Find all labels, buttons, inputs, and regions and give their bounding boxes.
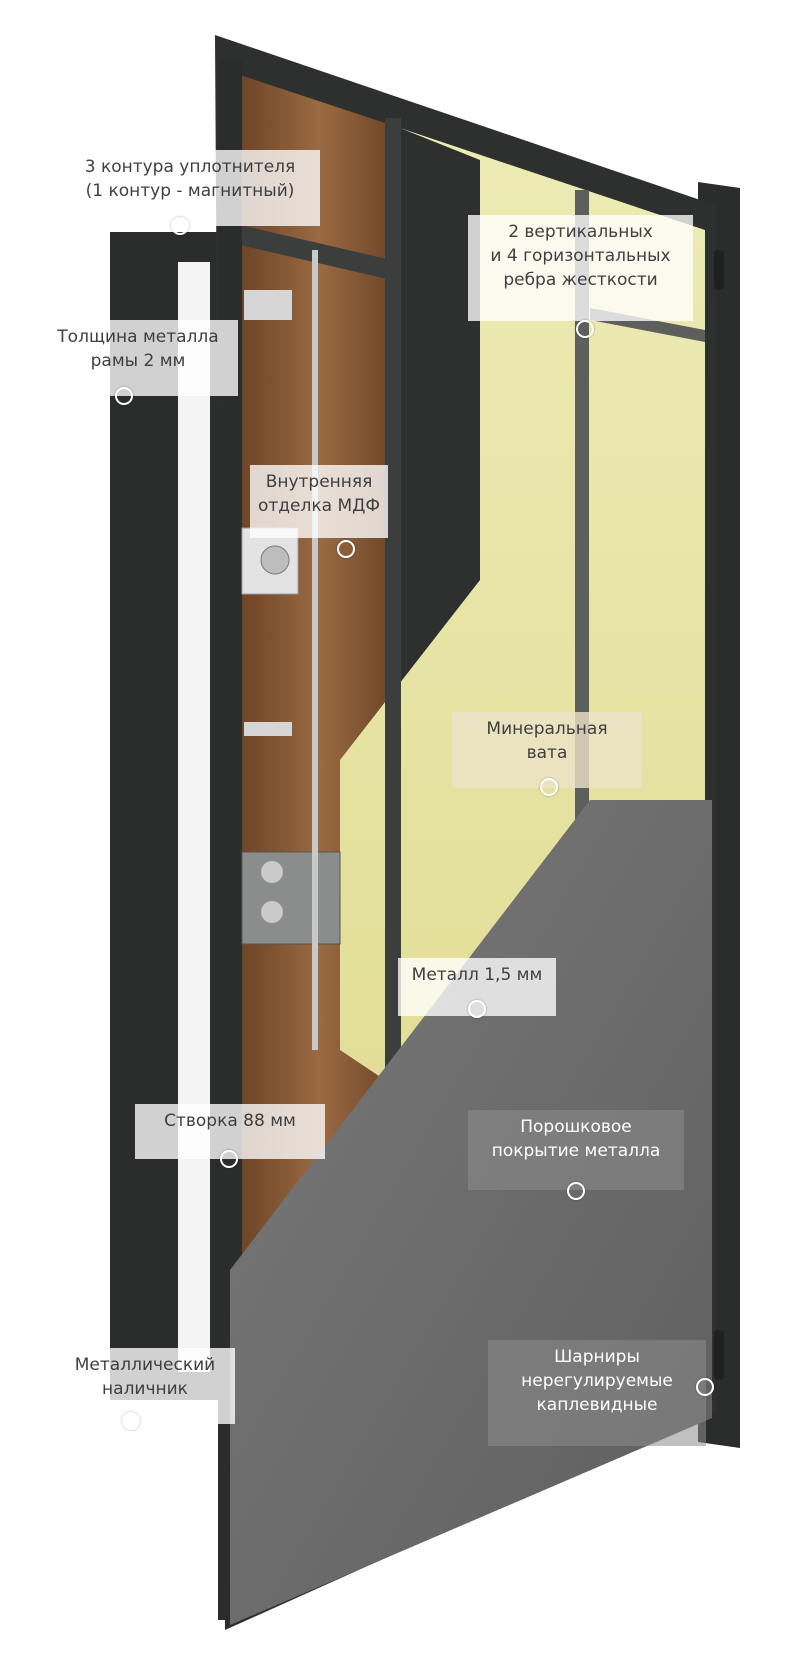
lock-bracket-mid	[244, 722, 292, 736]
callout-line: Металлический	[74, 1355, 216, 1375]
stiffening-ribs-marker[interactable]	[576, 320, 594, 338]
callout-powder-coating: Порошковое покрытие металла	[468, 1110, 684, 1190]
horizontal-rib-1	[240, 225, 400, 282]
frame-opening	[178, 262, 210, 1372]
callout-line: 2 вертикальных	[508, 222, 653, 242]
callout-line: покрытие металла	[491, 1141, 661, 1161]
seal-contours-marker[interactable]	[171, 217, 189, 235]
callout-leaf-thickness: Створка 88 мм	[135, 1104, 325, 1159]
callout-line: Минеральная	[486, 719, 608, 739]
leaf-thickness-marker[interactable]	[220, 1150, 238, 1168]
callout-line: Внутренняя	[265, 472, 373, 492]
lock-bracket-top	[244, 290, 292, 320]
door-frame	[110, 232, 228, 1400]
callout-line: Шарниры	[554, 1347, 640, 1367]
callout-line: и 4 горизонтальных	[490, 246, 671, 266]
callout-line: каплевидные	[536, 1395, 658, 1415]
callout-line: 3 контура уплотнителя	[84, 157, 296, 177]
callout-mineral-wool: Минеральная вата	[452, 712, 642, 788]
callout-line: Металл 1,5 мм	[411, 965, 543, 985]
callout-line: отделка МДФ	[258, 496, 381, 516]
callout-line: Створка 88 мм	[164, 1111, 296, 1131]
callout-hinges: Шарниры нерегулируемые каплевидные	[488, 1340, 706, 1446]
callout-metal-casing: Металлический наличник	[55, 1348, 235, 1424]
mineral-wool-marker[interactable]	[540, 778, 558, 796]
callout-line: ребра жесткости	[503, 270, 658, 290]
callout-line: (1 контур - магнитный)	[85, 181, 295, 201]
callout-line: наличник	[102, 1379, 188, 1399]
metal-casing-marker[interactable]	[122, 1412, 140, 1430]
metal-sheet-marker[interactable]	[468, 1000, 486, 1018]
inner-mdf-finish-marker[interactable]	[337, 540, 355, 558]
hinges-marker[interactable]	[696, 1378, 714, 1396]
frame-metal-thickness-marker[interactable]	[115, 387, 133, 405]
vertical-rib-1	[385, 118, 401, 1128]
callout-frame-metal-thickness: Толщина металла рамы 2 мм	[38, 320, 238, 396]
callout-line: Толщина металла	[57, 327, 219, 347]
lock-bolt-2	[261, 901, 283, 923]
callout-stiffening-ribs: 2 вертикальных и 4 горизонтальных ребра …	[468, 215, 693, 321]
callout-line: Порошковое	[520, 1117, 632, 1137]
callout-inner-mdf-finish: Внутренняя отделка МДФ	[250, 465, 389, 538]
lock-rod	[312, 250, 318, 1050]
main-lock-body	[241, 851, 341, 945]
hinge-top	[714, 250, 724, 290]
lock-bolt-1	[261, 861, 283, 883]
powder-coating-marker[interactable]	[567, 1182, 585, 1200]
callout-line: нерегулируемые	[521, 1371, 673, 1391]
hinge-bottom	[714, 1330, 724, 1380]
vertical-rib-2	[575, 190, 589, 830]
lock-cylinder	[260, 545, 290, 575]
callout-seal-contours: 3 контура уплотнителя (1 контур - магнит…	[60, 150, 320, 226]
callout-line: рамы 2 мм	[90, 351, 186, 371]
callout-line: вата	[526, 743, 568, 763]
